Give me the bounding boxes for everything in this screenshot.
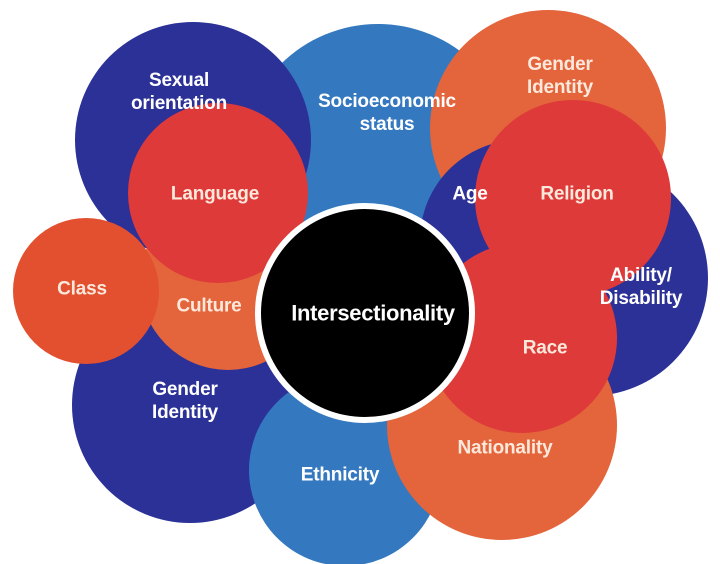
label-line: Religion [540, 183, 614, 205]
label-line: orientation [131, 93, 227, 114]
label-religion: Religion [540, 183, 614, 206]
circle-race [427, 243, 617, 433]
label-nationality: Nationality [458, 437, 553, 460]
label-line: Gender [527, 54, 593, 75]
label-line: Identity [152, 402, 218, 423]
label-race: Race [523, 337, 568, 360]
label-class: Class [57, 278, 107, 301]
label-gender-identity-bottom: Gender Identity [152, 378, 218, 424]
center-circle [261, 209, 469, 417]
label-line: status [359, 114, 415, 135]
label-language: Language [171, 183, 259, 206]
label-ethnicity: Ethnicity [300, 464, 380, 487]
circle-language [128, 103, 308, 283]
label-line: Socioeconomic [318, 91, 456, 112]
label-culture: Culture [176, 295, 241, 318]
label-line: Ability/ [610, 265, 672, 286]
label-line: Ethnicity [300, 464, 380, 486]
label-line: Disability [599, 288, 683, 309]
label-line: Culture [176, 295, 242, 317]
label-line: Age [452, 183, 488, 205]
label-socioeconomic-status: Socioeconomic status [318, 90, 456, 136]
center-label: Intersectionality [291, 302, 455, 325]
label-line: Race [522, 337, 568, 359]
label-ability-disability: Ability/ Disability [599, 264, 683, 310]
label-line: Identity [527, 77, 593, 98]
label-line: Language [170, 183, 260, 205]
label-gender-identity-top: Gender Identity [527, 53, 593, 99]
label-line: Class [57, 278, 107, 300]
label-line: Gender [152, 379, 218, 400]
label-sexual-orientation: Sexual orientation [131, 69, 227, 115]
label-age: Age [452, 183, 487, 206]
label-line: Nationality [457, 437, 553, 459]
label-line: Sexual [148, 70, 210, 91]
center-title: Intersectionality [291, 300, 455, 326]
circle-class [13, 218, 159, 364]
